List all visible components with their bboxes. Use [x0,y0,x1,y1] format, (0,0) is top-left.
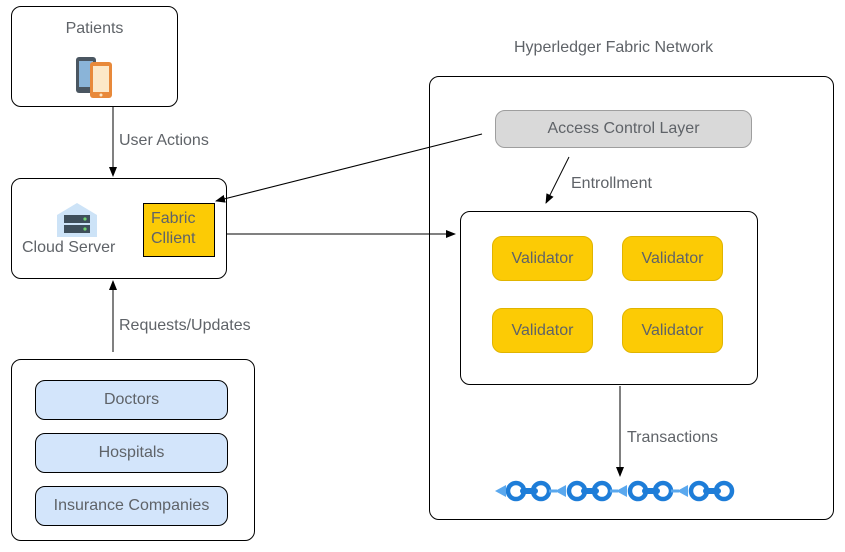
server-icon [57,203,97,237]
user-actions-label: User Actions [119,132,209,149]
validator-3: Validator [492,308,593,353]
validator-1: Validator [492,236,593,281]
transactions-label: Transactions [627,429,718,446]
requests-updates-label: Requests/Updates [119,317,251,334]
stakeholders-box: Doctors Hospitals Insurance Companies [11,359,255,541]
hospitals-item: Hospitals [35,433,228,473]
cloud-server-box: Cloud Server Fabric Cllient [11,178,227,279]
entrollment-label: Entrollment [571,175,652,192]
validators-box: Validator Validator Validator Validator [460,211,758,385]
mobile-devices-icon [76,57,112,98]
patients-label: Patients [65,20,124,37]
validator-4: Validator [622,308,723,353]
access-control-layer: Access Control Layer [495,110,752,148]
patients-box: Patients [11,6,178,107]
fabric-client-box: Fabric Cllient [143,203,215,257]
fabric-client-line1: Fabric [151,210,196,227]
cloud-server-label: Cloud Server [22,239,116,256]
doctors-item: Doctors [35,380,228,420]
insurance-companies-item: Insurance Companies [35,486,228,526]
network-title: Hyperledger Fabric Network [514,39,714,56]
network-box: Access Control Layer Validator Validator… [429,76,834,520]
fabric-client-line2: Cllient [151,230,196,247]
validator-2: Validator [622,236,723,281]
blockchain-chain-icon [495,480,735,502]
